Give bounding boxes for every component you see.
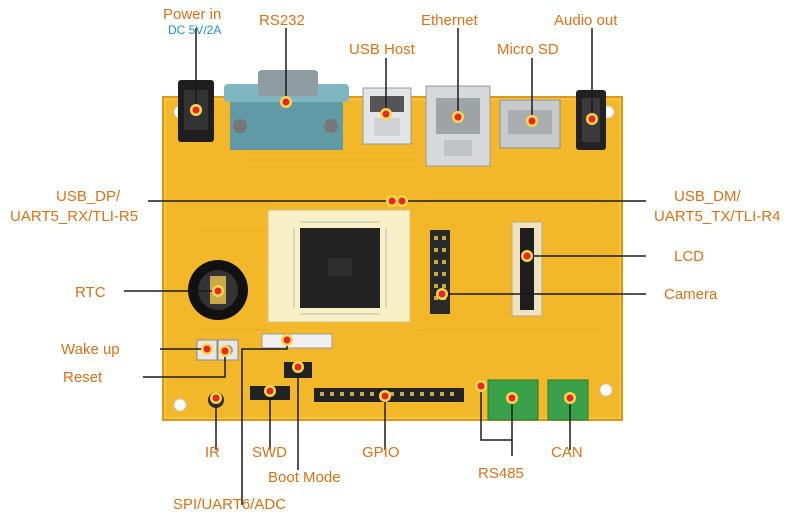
label-wake-up: Wake up <box>61 341 120 358</box>
label-boot-mode: Boot Mode <box>268 469 341 486</box>
marker-audio <box>586 113 598 125</box>
marker-wakeup <box>201 343 213 355</box>
label-gpio: GPIO <box>362 444 400 461</box>
marker-camera <box>436 288 448 300</box>
marker-lcd <box>521 250 533 262</box>
usb-host-connector <box>362 87 412 145</box>
label-rtc: RTC <box>75 284 106 301</box>
label-reset: Reset <box>63 369 103 386</box>
label-ethernet: Ethernet <box>421 12 478 29</box>
label-rs485: RS485 <box>478 465 524 482</box>
marker-gpio <box>379 390 391 402</box>
marker-usb-dp <box>386 195 398 207</box>
marker-ethernet <box>452 111 464 123</box>
camera-header <box>430 230 450 314</box>
marker-rs232 <box>280 96 292 108</box>
label-power-spec: DC 5V/2A <box>168 23 222 37</box>
marker-usb-host <box>380 108 392 120</box>
main-mcu-module <box>267 209 411 323</box>
label-audio-out: Audio out <box>554 12 618 29</box>
can-terminal <box>547 379 589 421</box>
label-camera: Camera <box>664 286 718 303</box>
spi-uart6-adc-header <box>261 333 333 349</box>
marker-can <box>564 392 576 404</box>
marker-power <box>190 104 202 116</box>
marker-usb-dm <box>396 195 408 207</box>
marker-micro-sd <box>526 115 538 127</box>
markers <box>190 96 598 404</box>
leader-lines <box>124 28 646 505</box>
leader-reset <box>143 351 226 378</box>
leader-rs485-a <box>480 386 513 441</box>
marker-rs485-b <box>506 392 518 404</box>
label-ir: IR <box>205 444 220 461</box>
lcd-connector <box>511 221 543 317</box>
label-usb-dm-1: USB_DM/ <box>674 188 741 205</box>
label-usb-host: USB Host <box>349 41 415 58</box>
label-micro-sd: Micro SD <box>497 41 559 58</box>
label-usb-dm-2: UART5_TX/TLI-R4 <box>654 208 781 225</box>
micro-sd-slot <box>499 99 561 149</box>
label-spi-uart6-adc: SPI/UART6/ADC <box>173 496 287 513</box>
marker-spi <box>281 334 293 346</box>
label-power-in: Power in <box>163 6 222 23</box>
label-swd: SWD <box>252 444 287 461</box>
marker-swd <box>264 385 276 397</box>
marker-rtc <box>212 285 224 297</box>
label-rs232: RS232 <box>259 12 305 29</box>
marker-boot <box>292 361 304 373</box>
label-usb-dp-1: USB_DP/ <box>56 188 121 205</box>
label-usb-dp-2: UART5_RX/TLI-R5 <box>10 208 139 225</box>
label-can: CAN <box>551 444 583 461</box>
label-lcd: LCD <box>674 248 705 265</box>
marker-rs485-a <box>475 380 487 392</box>
marker-ir <box>210 392 222 404</box>
marker-reset <box>219 345 231 357</box>
